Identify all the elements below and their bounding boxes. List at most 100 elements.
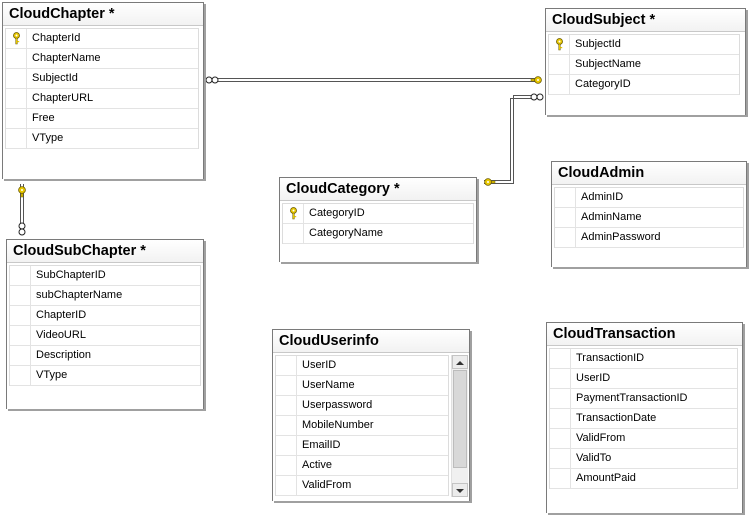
row-selector[interactable] [6,129,27,148]
row-selector[interactable] [276,396,297,415]
table-title[interactable]: CloudCategory * [280,178,476,201]
row-selector[interactable] [550,449,571,468]
column-row[interactable]: AmountPaid [550,469,737,489]
row-selector[interactable] [6,109,27,128]
column-row[interactable]: Free [6,109,198,129]
column-row[interactable]: UserID [276,356,448,376]
table-title[interactable]: CloudSubject * [546,9,745,32]
row-selector[interactable] [550,369,571,388]
column-row[interactable]: ChapterName [6,49,198,69]
column-name: ChapterURL [32,92,94,104]
row-selector[interactable] [10,286,31,305]
row-selector[interactable] [6,29,27,48]
column-row[interactable]: VideoURL [10,326,200,346]
column-row[interactable]: PaymentTransactionID [550,389,737,409]
column-name: SubjectId [32,72,78,84]
row-selector[interactable] [555,188,576,207]
column-row[interactable]: Active [276,456,448,476]
column-row[interactable]: CategoryName [283,224,473,244]
column-row[interactable]: SubjectId [549,35,739,55]
column-row[interactable]: ChapterID [10,306,200,326]
column-row[interactable]: AdminName [555,208,743,228]
row-selector[interactable] [550,389,571,408]
table-title[interactable]: CloudAdmin [552,162,746,185]
column-row[interactable]: TransactionDate [550,409,737,429]
column-row[interactable]: UserName [276,376,448,396]
table-title[interactable]: CloudTransaction [547,323,742,346]
row-selector[interactable] [549,35,570,54]
column-name: CategoryName [309,227,383,239]
table-cloudcategory[interactable]: CloudCategory * CategoryID CategoryName [279,177,477,262]
row-selector[interactable] [283,204,304,223]
row-selector[interactable] [10,366,31,385]
column-row[interactable]: ValidFrom [276,476,448,496]
primary-key-icon [289,207,298,227]
column-row[interactable]: ChapterURL [6,89,198,109]
row-selector[interactable] [276,436,297,455]
scroll-down-arrow-icon[interactable] [452,483,468,497]
row-selector[interactable] [555,208,576,227]
row-selector[interactable] [6,49,27,68]
row-selector[interactable] [6,89,27,108]
row-selector[interactable] [10,306,31,325]
row-selector[interactable] [276,356,297,375]
row-selector[interactable] [549,55,570,74]
row-selector[interactable] [550,429,571,448]
row-selector[interactable] [10,346,31,365]
row-selector[interactable] [283,224,304,243]
column-row[interactable]: UserID [550,369,737,389]
column-row[interactable]: Userpassword [276,396,448,416]
column-row[interactable]: ChapterId [6,29,198,49]
table-title[interactable]: CloudSubChapter * [7,240,203,263]
column-row[interactable]: CategoryID [283,204,473,224]
column-name: SubjectId [575,38,621,50]
row-selector[interactable] [550,469,571,488]
relationship-category-subject[interactable] [484,95,532,184]
row-selector[interactable] [276,456,297,475]
row-selector[interactable] [10,266,31,285]
column-name: ValidFrom [576,432,626,444]
table-title[interactable]: CloudUserinfo [273,330,469,353]
column-row[interactable]: subChapterName [10,286,200,306]
column-row[interactable]: AdminID [555,188,743,208]
scroll-up-arrow-icon[interactable] [452,355,468,369]
column-row[interactable]: AdminPassword [555,228,743,248]
column-row[interactable]: ValidFrom [550,429,737,449]
row-selector[interactable] [6,69,27,88]
scroll-thumb[interactable] [453,370,467,468]
row-selector[interactable] [555,228,576,247]
column-row[interactable]: CategoryID [549,75,739,95]
vertical-scrollbar[interactable] [451,355,468,497]
relationship-chapter-subject[interactable] [210,78,538,82]
column-row[interactable]: SubjectId [6,69,198,89]
table-title[interactable]: CloudChapter * [3,3,203,26]
column-name: AmountPaid [576,472,636,484]
column-list: CategoryID CategoryName [282,203,474,244]
row-selector[interactable] [276,416,297,435]
column-row[interactable]: ValidTo [550,449,737,469]
row-selector[interactable] [549,75,570,94]
column-row[interactable]: SubjectName [549,55,739,75]
column-name: ValidTo [576,452,612,464]
column-row[interactable]: VType [10,366,200,386]
row-selector[interactable] [10,326,31,345]
column-row[interactable]: SubChapterID [10,266,200,286]
column-row[interactable]: Description [10,346,200,366]
row-selector[interactable] [550,409,571,428]
column-row[interactable]: TransactionID [550,349,737,369]
column-row[interactable]: EmailID [276,436,448,456]
column-row[interactable]: MobileNumber [276,416,448,436]
row-selector[interactable] [276,476,297,495]
row-selector[interactable] [550,349,571,368]
column-row[interactable]: VType [6,129,198,149]
row-selector[interactable] [276,376,297,395]
column-name: AdminID [581,191,624,203]
